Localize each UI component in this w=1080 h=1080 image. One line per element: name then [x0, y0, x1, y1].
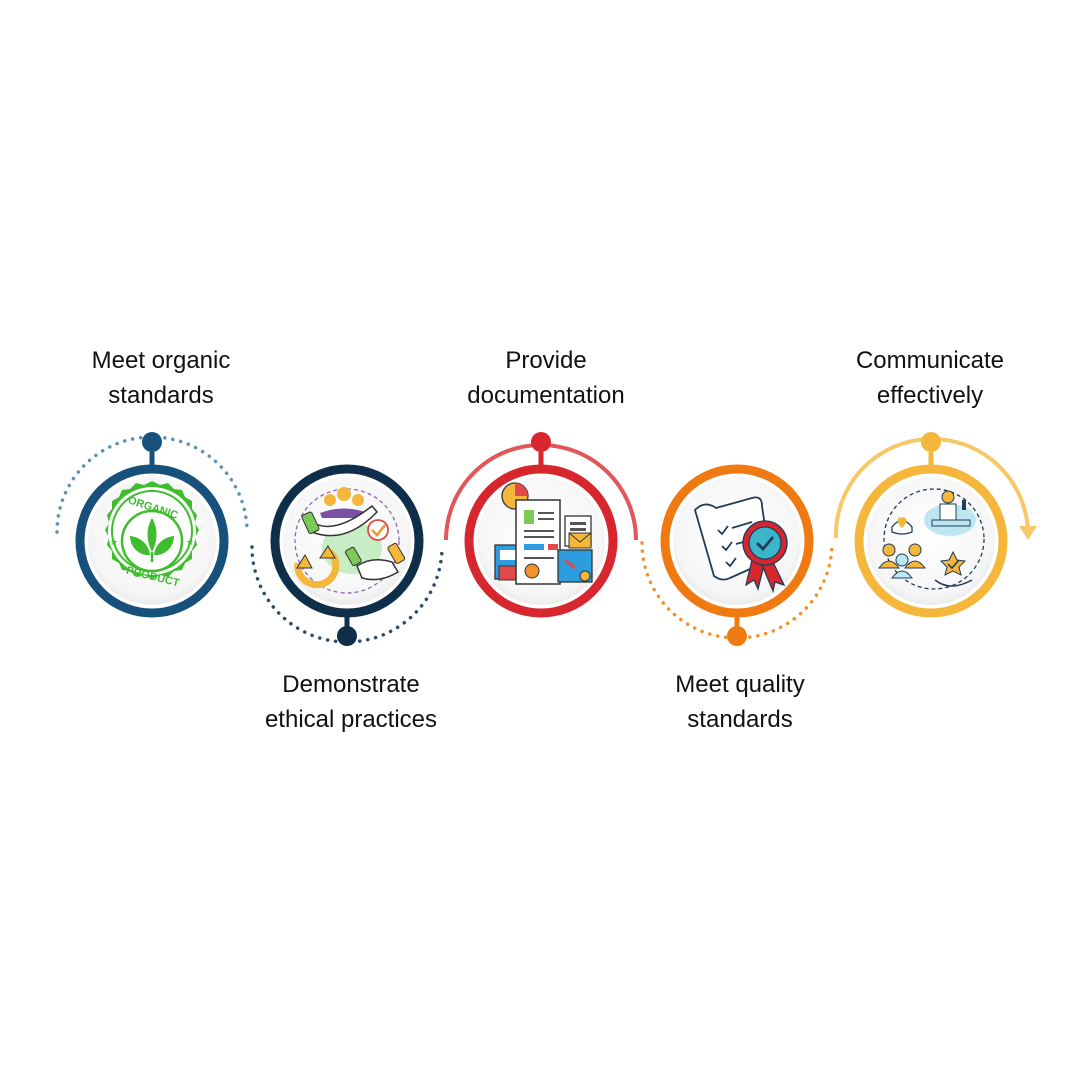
step-1-circle: ORGANIC PRODUCT ★ ★ [75, 464, 229, 618]
step-4-label-line2: standards [687, 706, 793, 733]
step-1-label-line1: Meet organic [91, 347, 231, 374]
step-4-circle [660, 464, 814, 618]
speaker-audience-icon [878, 488, 985, 590]
step-3-circle [464, 464, 618, 618]
documents-icon [494, 482, 593, 585]
step-1-label: Meet organic standards [31, 343, 291, 413]
step-2-node [337, 626, 357, 646]
arrow-head-icon [1019, 526, 1037, 540]
step-4-node [727, 626, 747, 646]
ethical-handshake-icon [294, 487, 406, 594]
step-2-label: Demonstrate ethical practices [221, 667, 481, 737]
organic-product-seal-icon: ORGANIC PRODUCT ★ ★ [105, 481, 199, 590]
step-5-label: Communicate effectively [800, 343, 1060, 413]
step-5-label-line2: effectively [876, 382, 984, 409]
certificate-ribbon-icon [693, 496, 788, 594]
step-3-label: Provide documentation [416, 343, 676, 413]
svg-text:★: ★ [186, 538, 194, 548]
step-1-label-line2: standards [108, 382, 214, 409]
step-5-node [921, 432, 941, 452]
step-3-label-line2: documentation [467, 382, 625, 409]
step-1-node [142, 432, 162, 452]
step-3-node [531, 432, 551, 452]
step-5-label-line1: Communicate [855, 347, 1005, 374]
step-2-label-line1: Demonstrate [282, 671, 420, 698]
svg-text:★: ★ [110, 538, 118, 548]
step-4-label-line1: Meet quality [675, 671, 805, 698]
step-3-label-line1: Provide [505, 347, 587, 374]
step-2-label-line2: ethical practices [264, 706, 438, 733]
step-2-circle [270, 464, 424, 618]
step-4-label: Meet quality standards [610, 667, 870, 737]
step-5-circle [854, 464, 1008, 618]
